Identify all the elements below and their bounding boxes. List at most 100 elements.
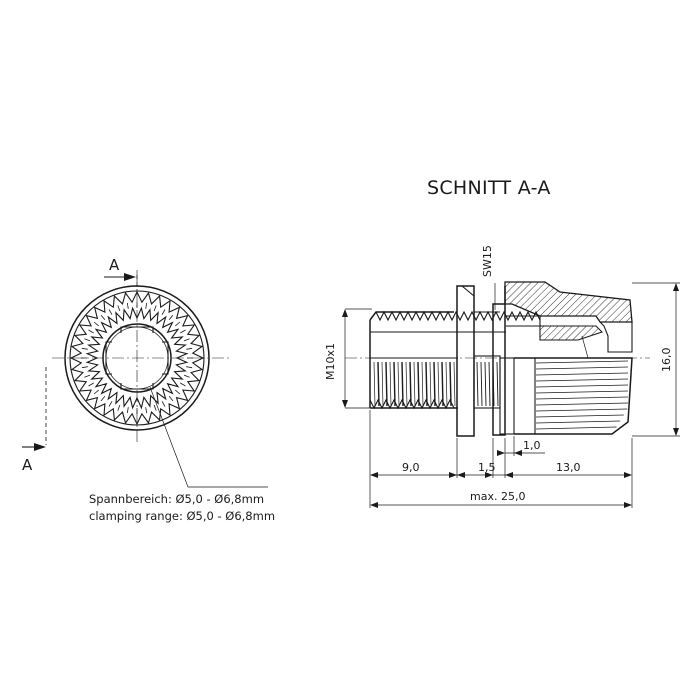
thread-groove [377,361,380,407]
total-arrow-right [624,502,632,508]
crown-tooth [153,305,157,312]
section-arrow-top-head [124,273,136,281]
cap-rib [535,378,629,382]
crown-tooth [145,302,148,309]
m10-arrow-top [342,309,348,317]
section-marker-bottom: A [22,456,33,474]
annotation-leader [149,386,268,488]
thread-groove [389,361,392,407]
clamping-range-de: Spannbereich: Ø5,0 - Ø6,8mm [89,492,264,506]
height-arrow-bottom [673,428,679,436]
thread-groove [381,361,384,407]
m10-arrow-bottom [342,400,348,408]
nut-thread-grooves [476,361,499,407]
crown-tooth [168,396,174,402]
cap-rib [535,372,629,376]
crown-tooth [183,374,190,378]
jaw-tip [581,335,589,359]
nut-thread-groove [488,361,491,407]
gap-arrow-left [497,450,505,456]
cap-lower-outline [514,357,633,435]
thread-top-profile [375,310,541,322]
thread-groove [401,361,404,407]
crown-tooth [175,389,181,395]
thread-bottom-profile [369,398,455,410]
thread-groove [445,361,448,407]
len-body-label: 13,0 [556,461,581,474]
crown-tooth [81,347,88,350]
thread-groove [385,361,388,407]
crown-tooth [88,382,94,387]
crown-tooth [186,347,193,350]
front-view: A A [22,256,268,488]
clamp-jaw-hatch [539,325,604,341]
dimensions: M10x1 SW15 16,0 1,0 9,0 1,5 13,0 [324,245,680,508]
cap-rib [535,402,629,406]
crown-tooth [100,314,106,320]
nut-chamfer [457,285,475,297]
crown-tooth [186,366,193,369]
cap-rib [535,366,629,370]
len-thread-label: 9,0 [402,461,420,474]
serrated-outer-crown [69,290,205,426]
thread-groove [373,361,376,407]
clamping-range-en: clamping range: Ø5,0 - Ø6,8mm [89,509,275,523]
thread-groove [449,361,452,407]
crown-tooth [161,401,166,407]
crown-tooth [161,309,166,315]
thread-groove [433,361,436,407]
height-label: 16,0 [660,348,673,373]
jaw-right [162,341,169,375]
jaw-left [105,341,112,375]
thread-groove [437,361,440,407]
thread-groove [441,361,444,407]
crown-tooth [84,338,91,342]
cap-rib [535,396,629,400]
serrated-inner-crown [85,306,189,410]
section-view [345,281,650,437]
crown-tooth [93,321,99,327]
cap-rib [535,360,629,364]
nut-thread-groove [480,361,483,407]
thread-groove [413,361,416,407]
thread-groove [417,361,420,407]
height-arrow-top [673,283,679,291]
nut-thread-groove [476,361,479,407]
len-body-arrow-right [624,472,632,478]
crown-tooth [81,366,88,369]
crown-tooth [145,407,148,414]
cap-rib [535,390,629,394]
nut-thread-groove [496,361,499,407]
crown-tooth [117,404,121,411]
thread-groove [393,361,396,407]
cap-rib [535,414,624,418]
thread-grooves [373,361,456,407]
len-nut-label: 1,5 [478,461,496,474]
crown-tooth [126,407,129,414]
gap-label: 1,0 [523,439,541,452]
len-thread-arrow-left [370,472,378,478]
wrench-size-label: SW15 [481,245,494,277]
thread-groove [397,361,400,407]
inner-bore [102,323,172,393]
section-marker-top: A [109,256,120,274]
cap-front-lip [599,321,633,353]
hex-nut [456,285,475,437]
crown-tooth [88,329,94,334]
thread-groove [405,361,408,407]
cap-seat [506,315,541,327]
thread-groove [429,361,432,407]
len-nut-arrow-right [485,472,493,478]
crown-tooth [117,305,121,312]
thread-groove [421,361,424,407]
cap-rib [535,420,621,424]
cap-lower-neck [514,357,536,434]
crown-tooth [108,401,113,407]
total-length-label: max. 25,0 [470,490,525,503]
crown-tooth [100,396,106,402]
nut-thread-groove [484,361,487,407]
cap-rib [535,408,628,412]
crown-tooth [175,321,181,327]
crown-tooth [180,329,186,334]
